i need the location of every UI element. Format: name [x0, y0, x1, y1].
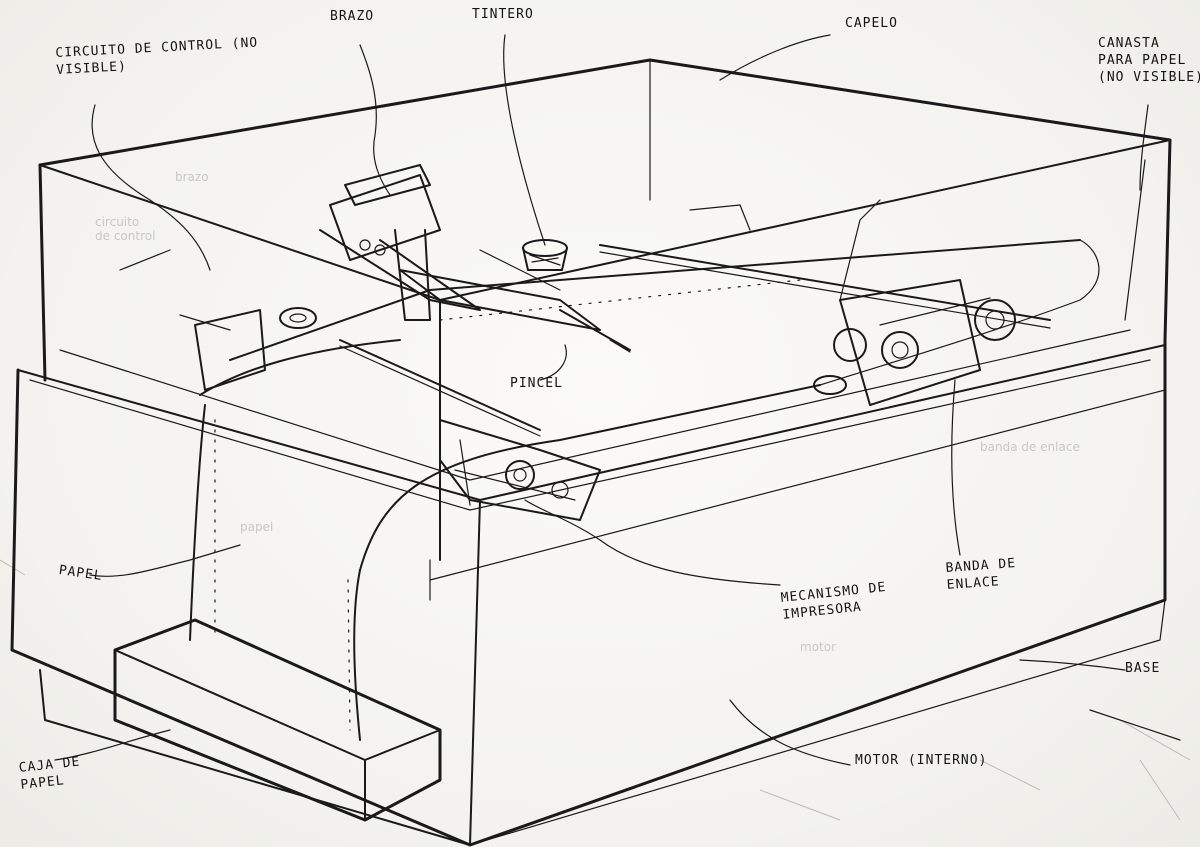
leader-lines: [54, 34, 1149, 766]
ghost-text-4: motor: [800, 640, 837, 654]
paper-feed: [189, 239, 1100, 741]
label-capelo: CAPELO: [845, 16, 898, 31]
faint-guides: [0, 559, 1191, 821]
label-canasta: CANASTA PARA PAPEL (NO VISIBLE): [1098, 36, 1200, 85]
label-motor: MOTOR (INTERNO): [855, 753, 988, 768]
brush: [559, 309, 631, 353]
paper-box: [113, 618, 442, 822]
ink-pot: [522, 239, 568, 271]
label-brazo: BRAZO: [330, 9, 375, 24]
left-mechanism: [179, 307, 317, 391]
ghost-text-1: brazo: [175, 170, 209, 184]
roller-rod: [339, 244, 1051, 437]
base: [10, 338, 1181, 847]
printer-mechanism: [439, 419, 601, 521]
label-caja: CAJA DE PAPEL: [18, 754, 82, 793]
label-pincel: PINCEL: [510, 376, 563, 391]
label-banda: BANDA DE ENLACE: [945, 556, 1017, 593]
arm-assembly: [319, 164, 601, 331]
label-base: BASE: [1125, 661, 1161, 676]
capelo-cover: [38, 58, 1172, 561]
label-tintero: TINTERO: [472, 7, 534, 22]
ghost-text-2: circuito de control: [95, 215, 156, 243]
ghost-text-5: banda de enlace: [980, 440, 1080, 454]
right-mechanism: [689, 199, 1016, 406]
ghost-text-3: papel: [240, 520, 274, 534]
